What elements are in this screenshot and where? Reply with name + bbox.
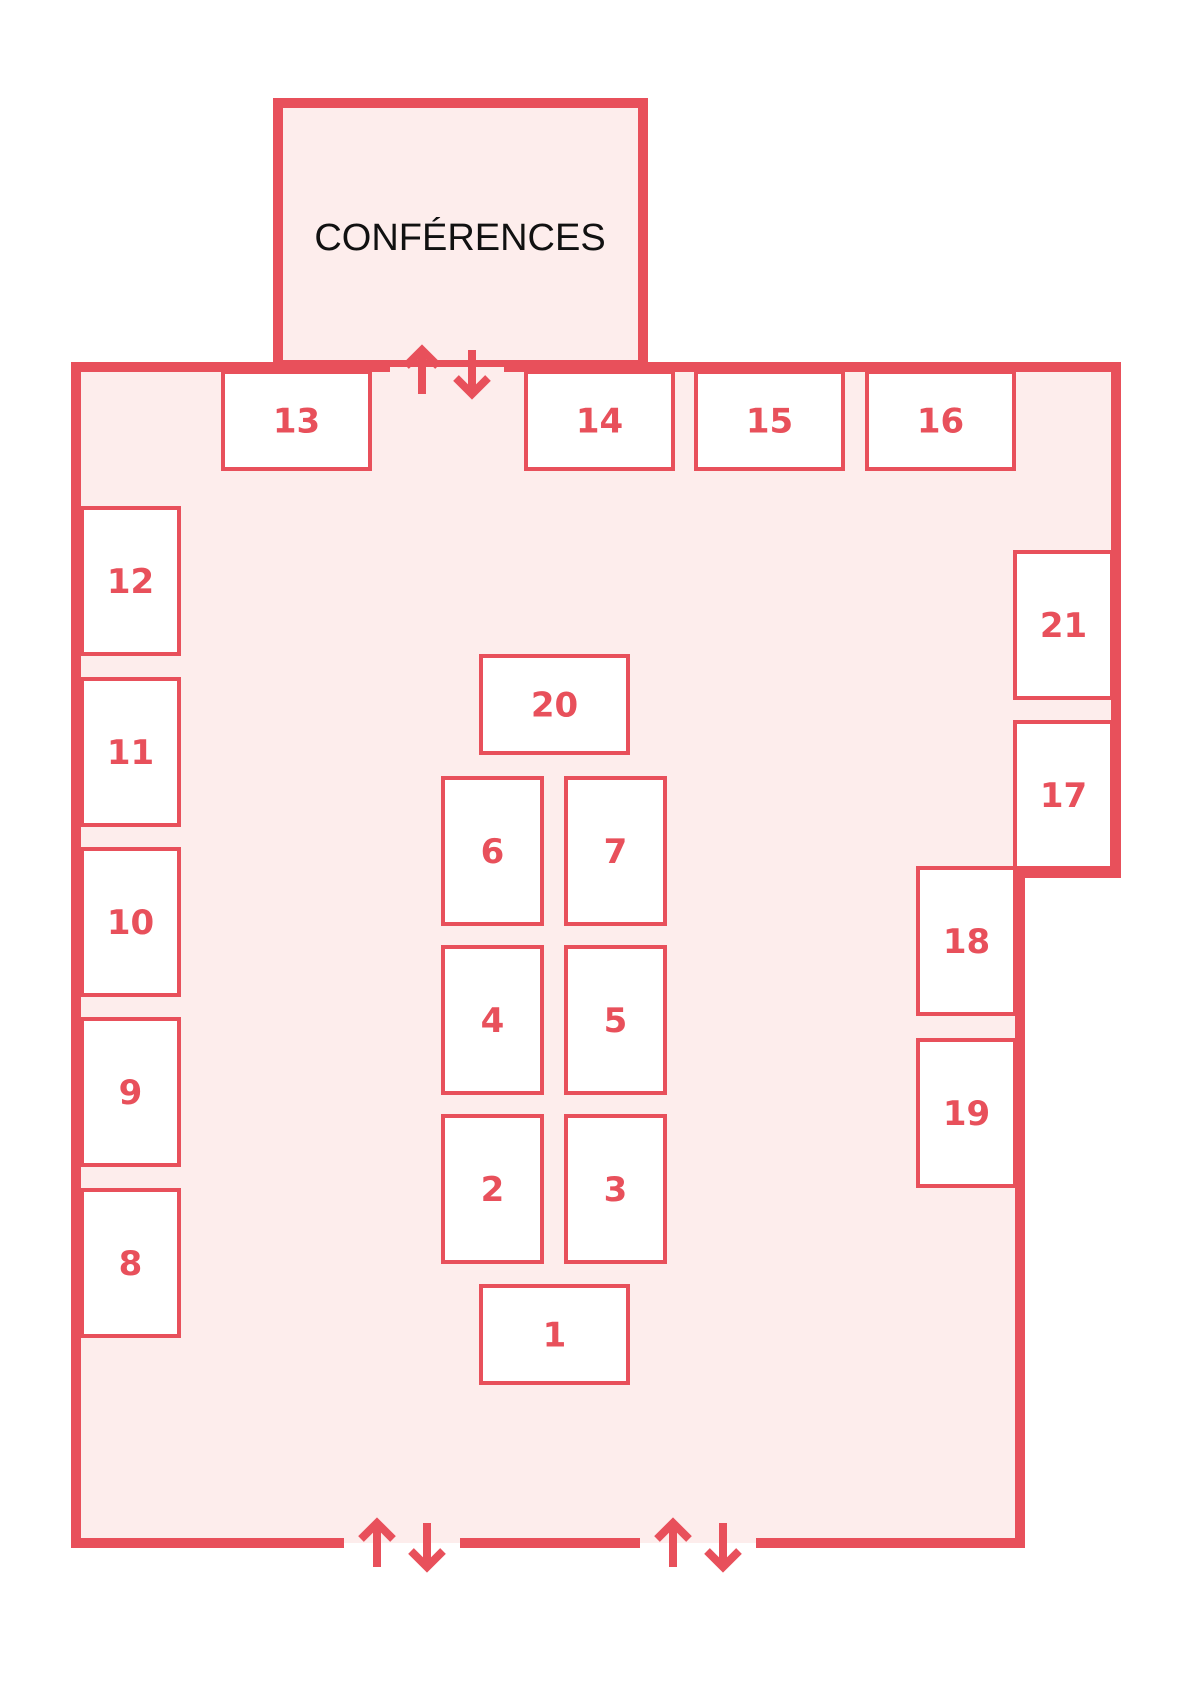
stand-box (1013, 720, 1114, 870)
stand-box (479, 654, 630, 755)
stand-10[interactable]: 10 (80, 847, 181, 997)
stand-number: 18 (943, 922, 990, 962)
stand-box (479, 1284, 630, 1385)
stand-12[interactable]: 12 (80, 506, 181, 656)
stand-21[interactable]: 21 (1013, 550, 1114, 700)
bottom-left-door[interactable] (358, 1517, 446, 1573)
arrow-up-icon (403, 344, 441, 394)
stand-number: 6 (481, 832, 505, 872)
stand-box (441, 776, 544, 926)
stand-number: 12 (107, 562, 154, 602)
conference-room[interactable]: CONFÉRENCES (273, 98, 648, 370)
arrow-down-icon (704, 1523, 742, 1573)
conference-door[interactable] (403, 344, 491, 400)
stand-box (80, 1188, 181, 1338)
stand-8[interactable]: 8 (80, 1188, 181, 1338)
stand-16[interactable]: 16 (865, 370, 1016, 471)
stand-number: 16 (917, 402, 964, 442)
stand-number: 9 (119, 1073, 143, 1113)
conference-room-label: CONFÉRENCES (314, 216, 605, 259)
stand-box (916, 866, 1017, 1016)
stand-2[interactable]: 2 (441, 1114, 544, 1264)
stand-number: 15 (746, 402, 793, 442)
stand-15[interactable]: 15 (694, 370, 845, 471)
arrow-down-icon (453, 350, 491, 400)
stand-4[interactable]: 4 (441, 945, 544, 1095)
stand-number: 14 (576, 402, 623, 442)
bottom-right-door[interactable] (654, 1517, 742, 1573)
stand-number: 7 (604, 832, 628, 872)
stand-11[interactable]: 11 (80, 677, 181, 827)
entrances (358, 344, 742, 1573)
stand-number: 17 (1040, 776, 1087, 816)
stand-17[interactable]: 17 (1013, 720, 1114, 870)
arrow-up-icon (358, 1517, 396, 1567)
stand-number: 10 (107, 903, 154, 943)
stand-box (694, 370, 845, 471)
stand-box (221, 370, 372, 471)
stand-9[interactable]: 9 (80, 1017, 181, 1167)
stand-20[interactable]: 20 (479, 654, 630, 755)
stand-box (80, 1017, 181, 1167)
stand-number: 20 (531, 686, 578, 726)
stand-19[interactable]: 19 (916, 1038, 1017, 1188)
stand-number: 5 (604, 1001, 628, 1041)
stand-box (441, 945, 544, 1095)
stand-number: 3 (604, 1170, 628, 1210)
stand-box (564, 945, 667, 1095)
stand-number: 1 (543, 1316, 567, 1356)
stand-box (80, 677, 181, 827)
stand-3[interactable]: 3 (564, 1114, 667, 1264)
stand-number: 13 (273, 402, 320, 442)
hall-walls (71, 362, 1121, 1548)
stand-number: 4 (481, 1001, 505, 1041)
stand-box (80, 847, 181, 997)
stand-18[interactable]: 18 (916, 866, 1017, 1016)
up-down-arrows-icon (358, 1517, 446, 1573)
up-down-arrows-icon (654, 1517, 742, 1573)
arrow-down-icon (408, 1523, 446, 1573)
stand-1[interactable]: 1 (479, 1284, 630, 1385)
stand-7[interactable]: 7 (564, 776, 667, 926)
stand-6[interactable]: 6 (441, 776, 544, 926)
stand-5[interactable]: 5 (564, 945, 667, 1095)
stand-14[interactable]: 14 (524, 370, 675, 471)
stand-number: 21 (1040, 606, 1087, 646)
stand-box (441, 1114, 544, 1264)
stand-box (524, 370, 675, 471)
stand-box (1013, 550, 1114, 700)
stand-box (916, 1038, 1017, 1188)
stand-number: 8 (119, 1244, 143, 1284)
arrow-up-icon (654, 1517, 692, 1567)
stand-box (865, 370, 1016, 471)
stands: 13 14 15 16 12 11 10 9 8 20 6 7 4 5 2 3 1 21 17 18 19 (80, 370, 1114, 1385)
stand-number: 11 (107, 733, 154, 773)
up-down-arrows-icon (403, 344, 491, 400)
stand-box (564, 776, 667, 926)
conference-room-area (273, 98, 648, 370)
stand-13[interactable]: 13 (221, 370, 372, 471)
stand-number: 2 (481, 1170, 505, 1210)
stand-number: 19 (943, 1094, 990, 1134)
stand-box (564, 1114, 667, 1264)
stand-box (80, 506, 181, 656)
